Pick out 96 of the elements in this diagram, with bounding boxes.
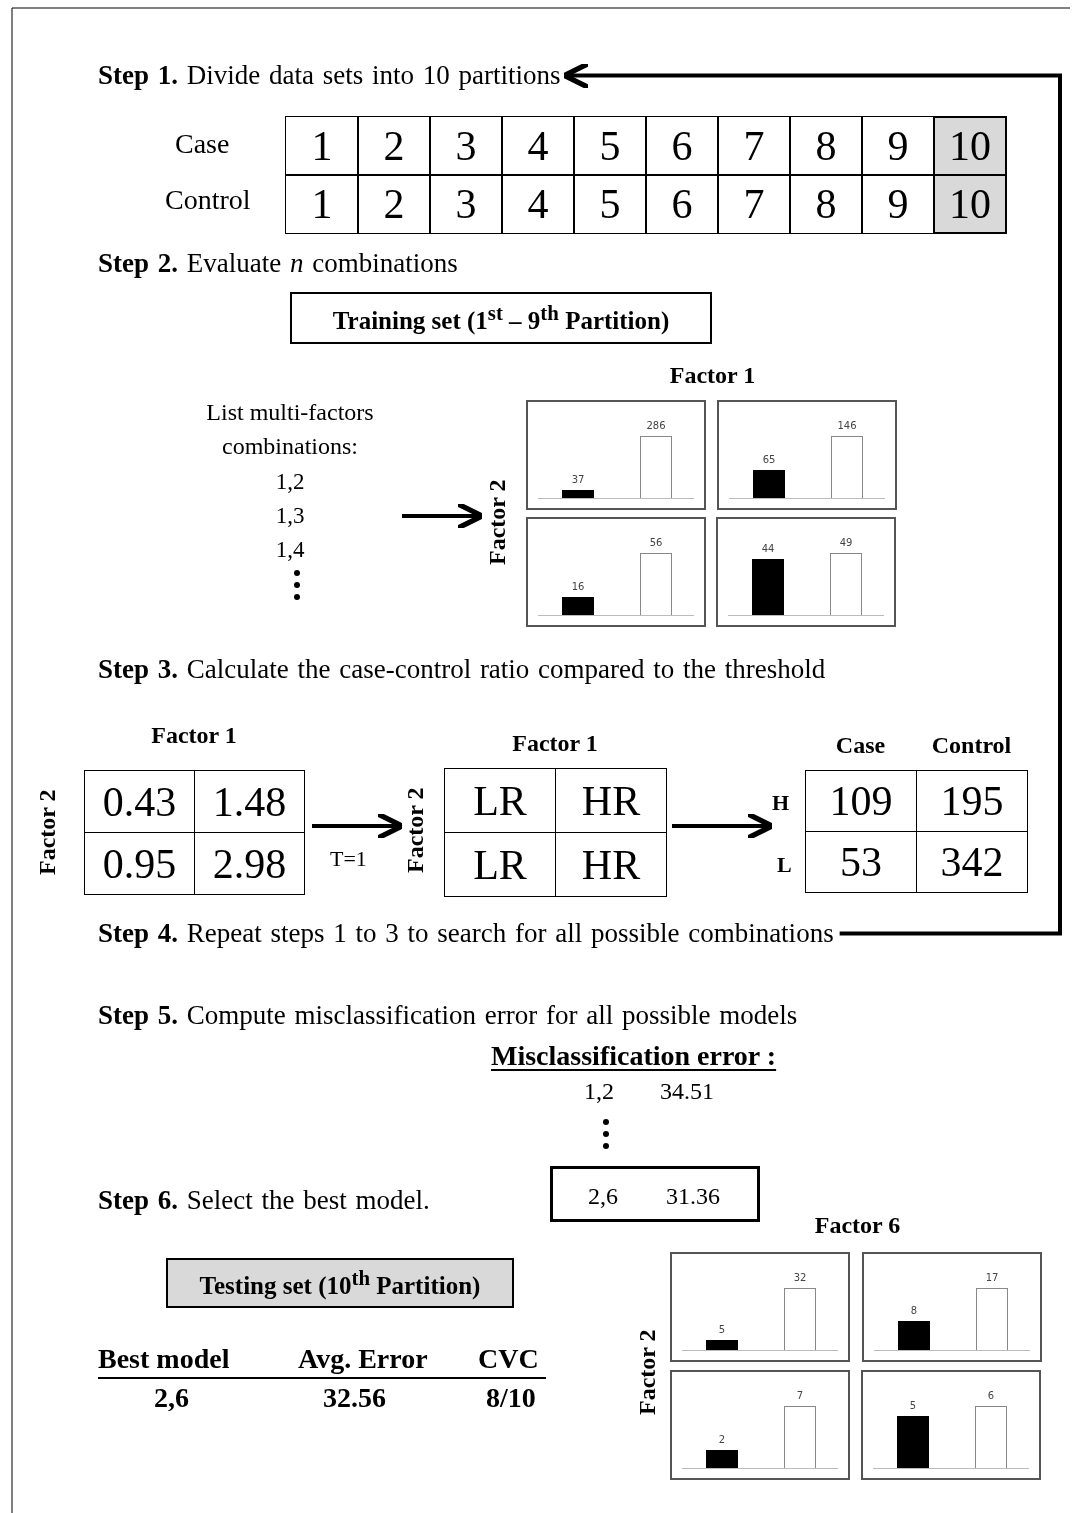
- combination-label: 1,2: [274, 469, 306, 495]
- partition-cell: 1: [285, 116, 359, 176]
- bar-chart-panel: [861, 1370, 1041, 1480]
- row-label: Control: [165, 184, 251, 216]
- model-label: 1,2: [584, 1078, 614, 1105]
- combination-label: 1,3: [274, 503, 306, 529]
- list-heading: List multi-factors combinations:: [205, 398, 375, 461]
- row-header: L: [777, 852, 792, 878]
- error-value: 31.36: [666, 1183, 720, 1210]
- error-value: 34.51: [660, 1078, 714, 1105]
- partition-cell: 7: [717, 174, 791, 234]
- axis-label: Factor 1: [511, 730, 599, 757]
- step-text: Step 4. Repeat steps 1 to 3 to search for all possible combinations: [98, 918, 834, 949]
- value-label: 65: [761, 454, 777, 465]
- ratio-cell: 2.98: [194, 832, 305, 895]
- table-value: 32.56: [323, 1382, 386, 1414]
- step-text: Step 5. Compute misclassification error for all possible models: [98, 1000, 798, 1031]
- count-cell: 342: [916, 831, 1028, 893]
- value-label: 5: [717, 1324, 727, 1335]
- axis-label: Factor 2: [634, 1328, 661, 1417]
- column-header: Control: [930, 732, 1013, 759]
- section-heading: Misclassification error :: [491, 1040, 777, 1072]
- combination-label: 1,4: [274, 537, 306, 563]
- arrow: [312, 811, 405, 841]
- value-label: 32: [792, 1272, 808, 1283]
- row-label: Case: [175, 128, 230, 160]
- axis-label: Factor 2: [34, 788, 61, 877]
- partition-cell: 5: [573, 174, 647, 234]
- bar-chart-panel: [716, 517, 896, 627]
- column-header: Best model: [98, 1343, 230, 1375]
- partition-cell: 6: [645, 174, 719, 234]
- step-text: Step 1. Divide data sets into 10 partitions: [98, 60, 561, 91]
- value-label: 2: [717, 1434, 727, 1445]
- bar-chart-panel: [670, 1370, 850, 1480]
- partition-cell: 8: [789, 116, 863, 176]
- partition-cell: 3: [429, 116, 503, 176]
- risk-cell: LR: [444, 768, 556, 833]
- table-value: 2,6: [154, 1382, 189, 1414]
- partition-cell: 4: [501, 116, 575, 176]
- partition-cell: 2: [357, 174, 431, 234]
- count-cell: 195: [916, 770, 1028, 832]
- step-text: Step 2. Evaluate n combinations: [98, 248, 458, 279]
- partition-cell: 10: [933, 116, 1007, 176]
- column-header: Avg. Error: [298, 1343, 428, 1375]
- partition-cell: 1: [285, 174, 359, 234]
- count-cell: 109: [805, 770, 917, 832]
- value-label: 146: [836, 420, 858, 431]
- risk-cell: HR: [555, 768, 667, 833]
- set-label-box: Testing set (10$^{th}$ Partition): [166, 1258, 514, 1308]
- value-label: 5: [908, 1400, 918, 1411]
- value-label: 44: [760, 543, 776, 554]
- best-model-box: [550, 1166, 760, 1222]
- value-label: 49: [838, 537, 854, 548]
- arrow: [402, 501, 485, 531]
- count-cell: 53: [805, 831, 917, 893]
- model-label: 2,6: [588, 1183, 618, 1210]
- value-label: 16: [570, 581, 586, 592]
- step-text: Step 3. Calculate the case-control ratio compared to the threshold: [98, 654, 826, 685]
- bar-chart-panel: [717, 400, 897, 510]
- edge-label: T=1: [330, 846, 367, 872]
- partition-cell: 7: [717, 116, 791, 176]
- bar-chart-panel: [526, 517, 706, 627]
- risk-cell: HR: [555, 832, 667, 897]
- ratio-cell: 0.95: [84, 832, 195, 895]
- value-label: 8: [909, 1305, 919, 1316]
- partition-cell: 5: [573, 116, 647, 176]
- bar-chart-panel: [862, 1252, 1042, 1362]
- partition-cell: 10: [933, 174, 1007, 234]
- value-label: 286: [645, 420, 667, 431]
- bar-chart-panel: [526, 400, 706, 510]
- value-label: 7: [795, 1390, 805, 1401]
- partition-cell: 6: [645, 116, 719, 176]
- axis-label: Factor 2: [402, 786, 429, 875]
- partition-cell: 4: [501, 174, 575, 234]
- row-header: H: [772, 790, 790, 816]
- partition-cell: 8: [789, 174, 863, 234]
- ratio-cell: 0.43: [84, 770, 195, 833]
- value-label: 6: [986, 1390, 996, 1401]
- partition-cell: 2: [357, 116, 431, 176]
- axis-label: Factor 6: [813, 1212, 902, 1239]
- set-label-box: Training set (1$^{st}$ – 9$^{th}$ Partition): [290, 292, 712, 344]
- table-value: 8/10: [486, 1382, 536, 1414]
- partition-cell: 3: [429, 174, 503, 234]
- column-header: CVC: [478, 1343, 539, 1375]
- column-header: Case: [834, 732, 887, 759]
- risk-cell: LR: [444, 832, 556, 897]
- ratio-cell: 1.48: [194, 770, 305, 833]
- axis-label: Factor 1: [150, 722, 238, 749]
- value-label: 17: [984, 1272, 1000, 1283]
- step-text: Step 6. Select the best model.: [98, 1185, 430, 1216]
- arrow: [672, 811, 775, 841]
- value-label: 37: [570, 474, 586, 485]
- axis-label: Factor 1: [668, 362, 757, 389]
- value-label: 56: [648, 537, 664, 548]
- bar-chart-panel: [670, 1252, 850, 1362]
- axis-label: Factor 2: [484, 478, 511, 567]
